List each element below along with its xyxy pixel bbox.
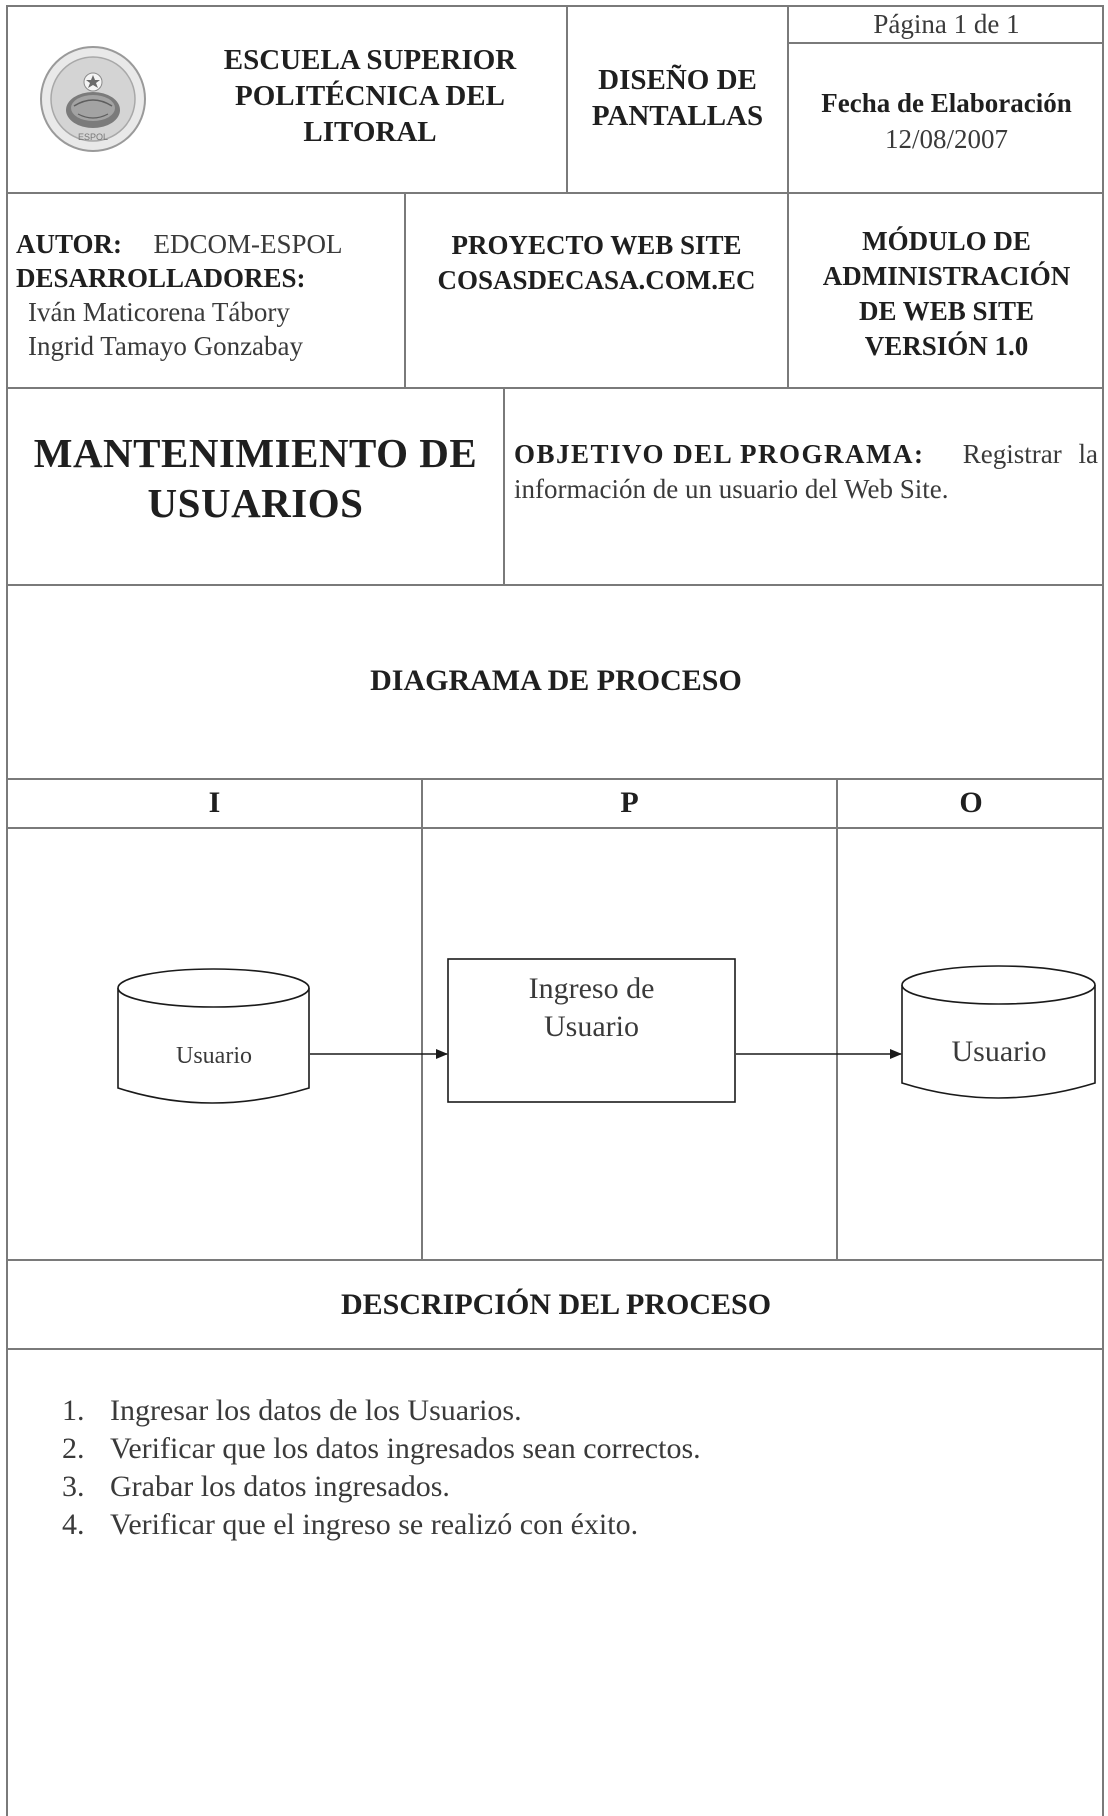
step-text: Ingresar los datos de los Usuarios. (110, 1394, 522, 1427)
developers-label: DESARROLLADORES: (16, 263, 306, 293)
logo-lettering: ESPOL (77, 132, 108, 142)
autor-value: EDCOM-ESPOL (153, 229, 343, 259)
list-item: 1. Ingresar los datos de los Usuarios. (62, 1392, 1062, 1430)
output-datastore-shape (901, 965, 1096, 1099)
project-name: PROYECTO WEB SITE COSASDECASA.COM.EC (406, 228, 787, 298)
date-value: 12/08/2007 (884, 124, 1008, 154)
step-number: 1. (62, 1394, 85, 1427)
module-name: MÓDULO DE ADMINISTRACIÓN DE WEB SITE VER… (789, 224, 1104, 364)
column-process-header: P (620, 786, 639, 819)
rule-authors-col-1 (404, 192, 406, 387)
step-number: 4. (62, 1508, 85, 1541)
step-text: Verificar que el ingreso se realizó con … (110, 1508, 639, 1541)
step-text: Verificar que los datos ingresados sean … (110, 1432, 701, 1465)
institution-line-1: ESCUELA SUPERIOR (223, 44, 517, 76)
rule-title-bottom (6, 584, 1104, 586)
diagram-section-title: DIAGRAMA DE PROCESO (370, 664, 742, 697)
description-section-title: DESCRIPCIÓN DEL PROCESO (340, 1288, 772, 1321)
list-item: 4. Verificar que el ingreso se realizó c… (62, 1506, 1062, 1544)
rule-ipo-col-2 (836, 778, 838, 1259)
title-line-2: USUARIOS (147, 480, 364, 526)
page-title: MANTENIMIENTO DE USUARIOS (8, 428, 503, 528)
module-line-3: DE WEB SITE (858, 296, 1035, 326)
project-line-1: PROYECTO WEB SITE (451, 230, 742, 260)
output-datastore-label: Usuario (951, 1035, 1047, 1068)
column-input-header: I (208, 786, 221, 819)
list-item: 2. Verificar que los datos ingresados se… (62, 1430, 1062, 1468)
institution-line-3: LITORAL (303, 116, 437, 148)
rule-header-col-1 (566, 5, 568, 192)
rule-ipo-header-bottom (6, 827, 1104, 829)
list-item: 3. Grabar los datos ingresados. (62, 1468, 1062, 1506)
developer-1: Iván Maticorena Tábory (28, 297, 290, 327)
module-line-1: MÓDULO DE (862, 226, 1031, 256)
institution-name: ESCUELA SUPERIOR POLITÉCNICA DEL LITORAL (190, 42, 550, 150)
column-output-header: O (959, 786, 983, 819)
rule-authors-bottom (6, 387, 1104, 389)
input-datastore-shape (117, 968, 310, 1104)
institution-line-2: POLITÉCNICA DEL (235, 80, 505, 112)
rule-top (6, 5, 1104, 7)
process-box-label: Ingreso de Usuario (450, 970, 733, 1046)
step-text: Grabar los datos ingresados. (110, 1470, 450, 1503)
authors-block: AUTOR: EDCOM-ESPOL DESARROLLADORES: Iván… (16, 227, 401, 363)
rule-diagram-bottom (6, 1259, 1104, 1261)
rule-title-col (503, 387, 505, 584)
rule-authors-col-2 (787, 192, 789, 387)
process-label-line-1: Ingreso de (528, 972, 655, 1005)
title-line-1: MANTENIMIENTO DE (33, 430, 478, 476)
module-line-2: ADMINISTRACIÓN (822, 261, 1071, 291)
step-number: 3. (62, 1470, 85, 1503)
developer-2: Ingrid Tamayo Gonzabay (28, 331, 304, 361)
rule-header-col-2 (787, 5, 789, 192)
module-line-4: VERSIÓN 1.0 (864, 331, 1029, 361)
espol-logo: ESPOL (38, 44, 148, 154)
objective-label: OBJETIVO DEL PROGRAMA: (514, 439, 925, 469)
rule-diagram-title-bottom (6, 778, 1104, 780)
step-number: 2. (62, 1432, 85, 1465)
date-label: Fecha de Elaboración (821, 88, 1072, 118)
rule-description-title-bottom (6, 1348, 1104, 1350)
objective-block: OBJETIVO DEL PROGRAMA: Registrar la info… (514, 437, 1098, 507)
rule-header-bottom (6, 192, 1104, 194)
rule-ipo-col-1 (421, 778, 423, 1259)
input-datastore-label: Usuario (176, 1043, 252, 1069)
document-type: DISEÑO DE PANTALLAS (568, 62, 787, 134)
document-type-line-1: DISEÑO DE (598, 64, 757, 96)
rule-page-date (787, 42, 1104, 44)
objective-text-line-2: información de un usuario del Web Site. (514, 474, 949, 504)
objective-text-line-1: Registrar la (962, 439, 1098, 469)
project-line-2: COSASDECASA.COM.EC (437, 265, 756, 295)
document-frame (6, 5, 1104, 1816)
page-number: Página 1 de 1 (873, 9, 1020, 39)
document-type-line-2: PANTALLAS (591, 100, 764, 132)
process-box-shape (447, 958, 736, 1103)
description-steps: 1. Ingresar los datos de los Usuarios. 2… (62, 1392, 1062, 1544)
autor-label: AUTOR: (16, 229, 123, 259)
process-label-line-2: Usuario (544, 1010, 639, 1043)
